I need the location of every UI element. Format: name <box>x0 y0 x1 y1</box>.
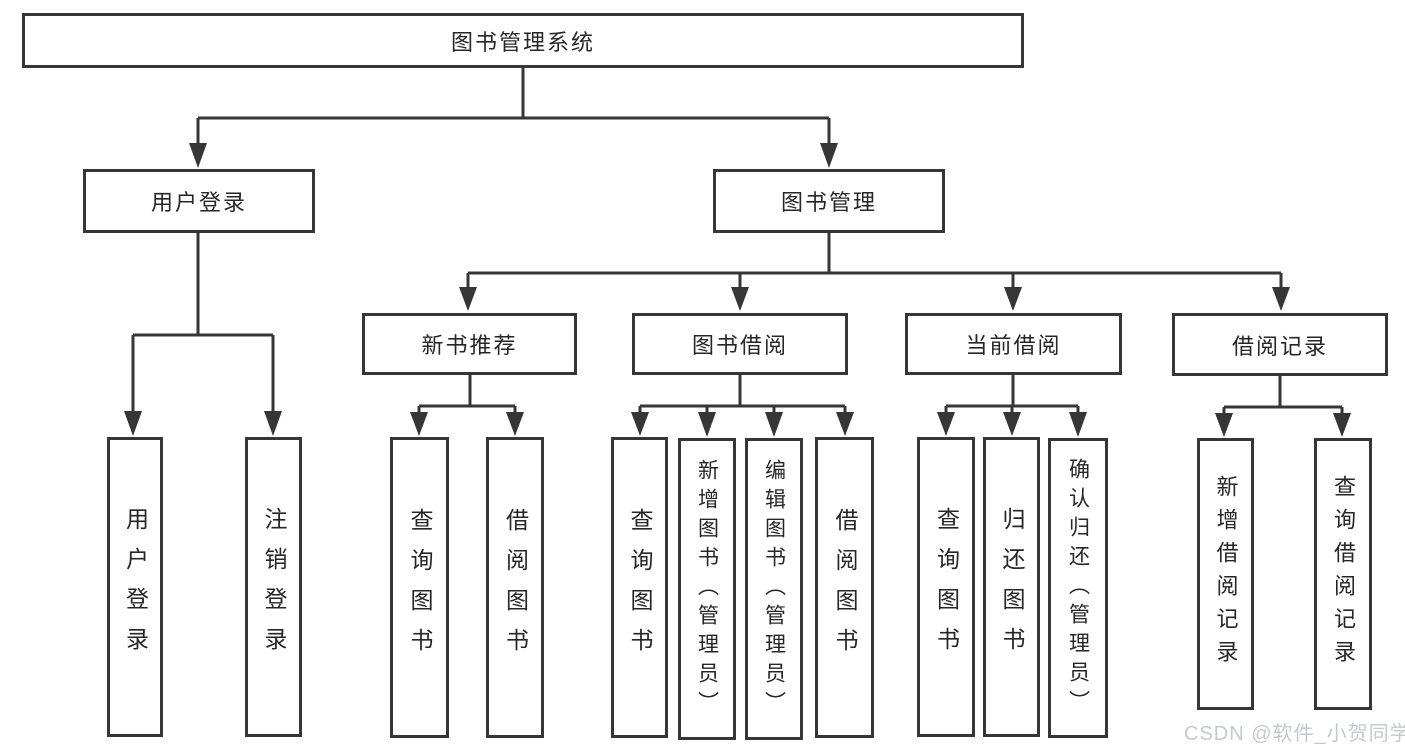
arrow-icon <box>410 412 428 436</box>
node-root-label: 图书管理系统 <box>450 29 595 55</box>
leaf-confirm-return-admin: 确认归还（管理员） <box>1048 438 1108 738</box>
arrow-icon <box>124 411 142 436</box>
arrow-icon <box>459 287 477 311</box>
leaf-confirm-return-admin-label: 确认归还（管理员） <box>1066 457 1090 719</box>
node-user-login-label: 用户登录 <box>150 190 247 215</box>
arrow-icon <box>631 412 649 436</box>
arrowheads <box>124 143 1351 437</box>
leaf-logout-label: 注销登录 <box>261 507 287 667</box>
arrow-icon <box>506 412 524 436</box>
edge-recommend-to-leaves <box>417 375 517 414</box>
arrow-icon <box>189 143 207 168</box>
edge-current-to-leaves <box>944 375 1080 414</box>
leaf-query-books-recommend: 查询图书 <box>390 437 449 738</box>
arrow-icon <box>1003 412 1021 436</box>
node-borrowing-records: 借阅记录 <box>1172 313 1388 376</box>
arrow-icon <box>264 411 282 436</box>
node-book-borrowing: 图书借阅 <box>632 313 848 375</box>
leaf-borrow-books-label: 借阅图书 <box>832 507 858 668</box>
leaf-query-books-current-label: 查询图书 <box>933 507 960 667</box>
leaf-edit-books-admin-label: 编辑图书（管理员） <box>762 458 786 720</box>
leaf-add-borrow-record: 新增借阅记录 <box>1197 438 1254 710</box>
node-book-management: 图书管理 <box>713 169 945 233</box>
arrow-icon <box>1069 412 1087 437</box>
arrow-icon <box>731 287 749 311</box>
leaf-query-borrow-record: 查询借阅记录 <box>1314 438 1372 710</box>
leaf-query-books-borrowing-label: 查询图书 <box>627 507 653 668</box>
node-new-book-recommend: 新书推荐 <box>362 313 577 375</box>
edge-root-to-level2 <box>196 67 831 147</box>
node-current-borrowing: 当前借阅 <box>905 313 1122 375</box>
leaf-logout: 注销登录 <box>245 437 302 737</box>
leaf-borrow-books-recommend: 借阅图书 <box>486 437 544 738</box>
arrow-icon <box>1004 287 1022 311</box>
node-borrowing-records-label: 借阅记录 <box>1231 333 1328 359</box>
arrow-icon <box>937 412 955 436</box>
leaf-query-borrow-record-label: 查询借阅记录 <box>1331 475 1356 673</box>
edge-bookmgmt-to-level3 <box>466 233 1283 290</box>
arrow-icon <box>698 412 716 437</box>
leaf-query-books-current: 查询图书 <box>917 437 975 737</box>
leaf-borrow-books: 借阅图书 <box>815 437 874 738</box>
leaf-add-borrow-record-label: 新增借阅记录 <box>1213 475 1239 673</box>
node-user-login: 用户登录 <box>83 169 315 233</box>
edge-borrowing-to-leaves <box>638 375 847 414</box>
arrow-icon <box>820 143 838 168</box>
edge-userlogin-to-leaves <box>131 233 275 414</box>
arrow-icon <box>1215 413 1233 437</box>
leaf-query-books-recommend-label: 查询图书 <box>407 507 433 668</box>
node-new-book-recommend-label: 新书推荐 <box>421 333 518 358</box>
arrow-icon <box>765 412 783 437</box>
leaf-user-login: 用户登录 <box>107 437 163 737</box>
leaf-add-books-admin: 新增图书（管理员） <box>678 438 736 740</box>
leaf-query-books-borrowing: 查询图书 <box>611 437 668 738</box>
leaf-add-books-admin-label: 新增图书（管理员） <box>695 458 719 720</box>
leaf-return-books: 归还图书 <box>983 437 1040 737</box>
leaf-edit-books-admin: 编辑图书（管理员） <box>745 438 803 740</box>
leaf-user-login-label: 用户登录 <box>122 507 149 667</box>
node-current-borrowing-label: 当前借阅 <box>965 333 1062 358</box>
arrow-icon <box>1272 287 1290 311</box>
leaf-borrow-books-recommend-label: 借阅图书 <box>502 507 529 668</box>
arrow-icon <box>1333 413 1351 437</box>
edge-records-to-leaves <box>1222 376 1344 414</box>
csdn-watermark: CSDN @软件_小贺同学 <box>1184 723 1405 745</box>
arrow-icon <box>836 412 854 436</box>
node-book-borrowing-label: 图书借阅 <box>691 333 788 358</box>
node-root: 图书管理系统 <box>22 13 1024 68</box>
node-book-management-label: 图书管理 <box>780 190 877 215</box>
leaf-return-books-label: 归还图书 <box>999 507 1025 667</box>
